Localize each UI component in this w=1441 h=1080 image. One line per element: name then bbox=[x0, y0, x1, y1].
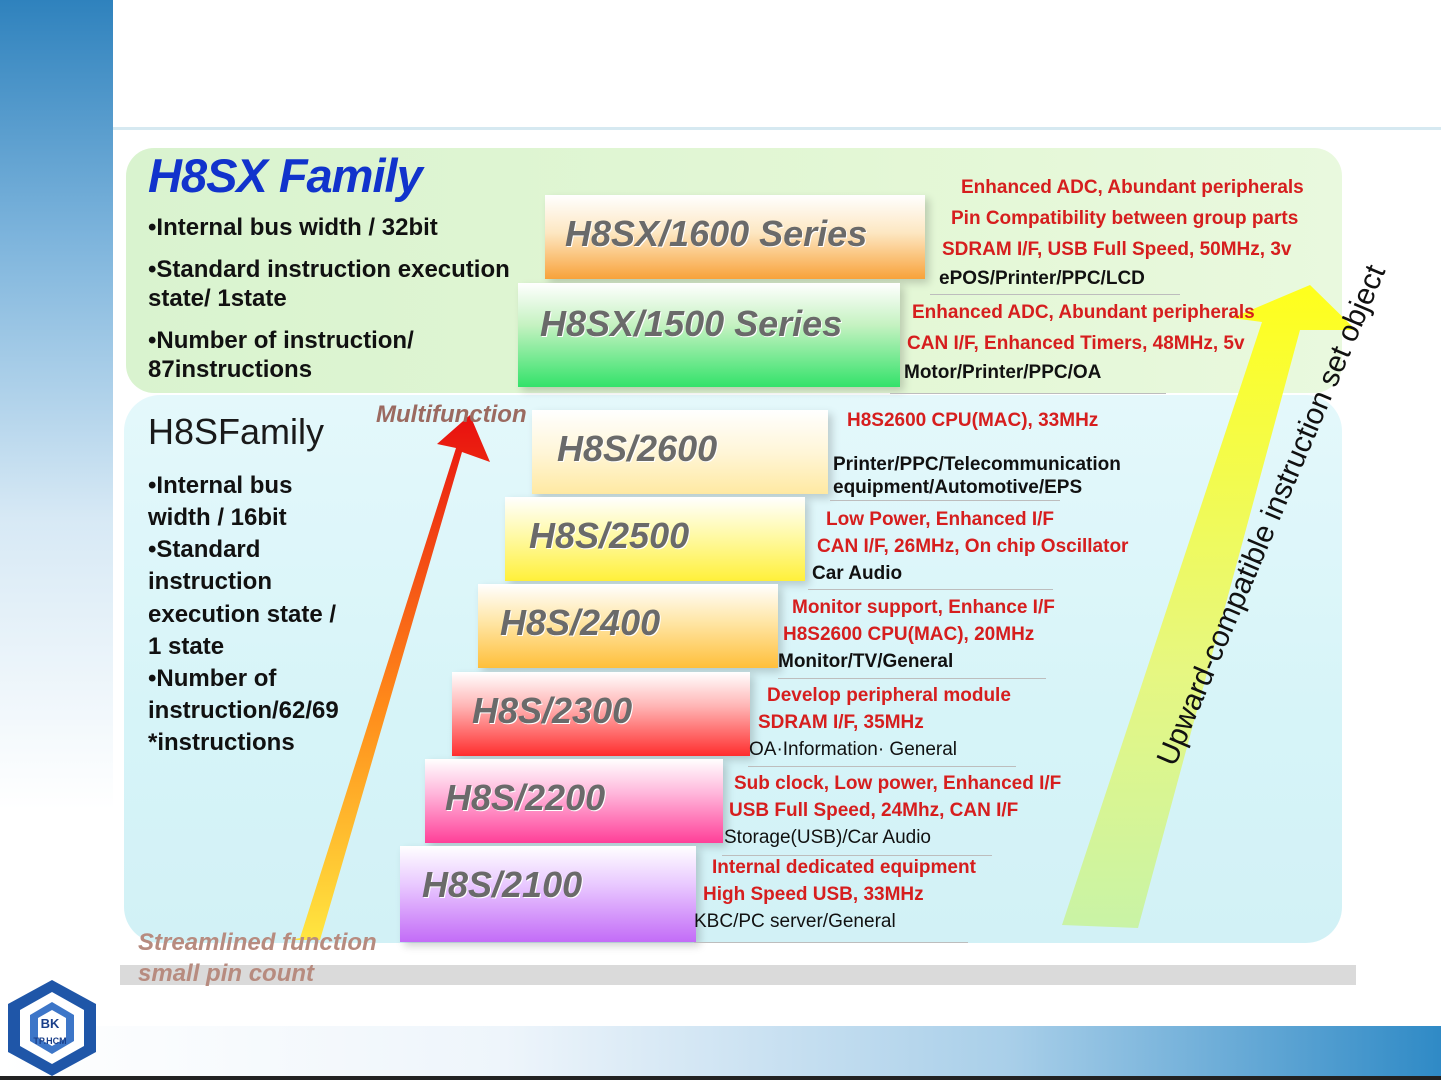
feature-line: Develop peripheral module bbox=[767, 685, 1011, 706]
multifunction-arrow-icon bbox=[290, 415, 490, 940]
h8s-bullet: 1 state bbox=[148, 633, 225, 660]
series-description-h8s-2100: Internal dedicated equipment High Speed … bbox=[694, 854, 976, 935]
application-line: Storage(USB)/Car Audio bbox=[724, 827, 931, 848]
feature-line: Pin Compatibility between group parts bbox=[951, 208, 1299, 229]
application-line: Car Audio bbox=[812, 563, 903, 584]
separator bbox=[694, 942, 968, 943]
series-step-h8s-2400: H8S/2400 bbox=[478, 584, 778, 668]
separator bbox=[830, 500, 1060, 501]
series-name: H8S/2300 bbox=[472, 690, 633, 731]
series-step-h8s-2300: H8S/2300 bbox=[452, 672, 750, 756]
h8s-bullet: width / 16bit bbox=[148, 504, 287, 531]
logo-text: BK bbox=[40, 1016, 60, 1031]
h8s-bullet: *instructions bbox=[148, 729, 295, 756]
application-line: ePOS/Printer/PPC/LCD bbox=[939, 268, 1145, 289]
feature-line: Internal dedicated equipment bbox=[712, 857, 976, 878]
h8sx-bullet: •Internal bus width / 32bit bbox=[148, 214, 438, 241]
h8s-bullet: instruction/62/69 bbox=[148, 697, 339, 724]
feature-line: CAN I/F, Enhanced Timers, 48MHz, 5v bbox=[907, 333, 1245, 354]
series-name: H8SX/1600 Series bbox=[565, 213, 868, 254]
series-step-h8s-2600: H8S/2600 bbox=[532, 410, 828, 494]
series-name: H8SX/1500 Series bbox=[540, 303, 843, 344]
left-accent-bar bbox=[0, 0, 113, 1080]
streamlined-label: Streamlined function small pin count bbox=[138, 927, 377, 989]
h8sx-bullet: state/ 1state bbox=[148, 285, 287, 312]
feature-line: USB Full Speed, 24Mhz, CAN I/F bbox=[729, 800, 1019, 821]
series-name: H8S/2100 bbox=[422, 864, 583, 905]
series-step-h8s-2200: H8S/2200 bbox=[425, 759, 723, 843]
footer-edge bbox=[0, 1076, 1441, 1080]
series-step-h8s-2500: H8S/2500 bbox=[505, 497, 805, 581]
series-description-h8s-2600: H8S2600 CPU(MAC), 33MHz Printer/PPC/Tele… bbox=[833, 407, 1121, 499]
h8s-bullet: instruction bbox=[148, 568, 272, 595]
series-description-h8s-2300: Develop peripheral module SDRAM I/F, 35M… bbox=[749, 682, 1011, 763]
figure-bottom-band bbox=[120, 965, 1356, 985]
series-description-h8sx-1500: Enhanced ADC, Abundant peripherals CAN I… bbox=[904, 299, 1255, 386]
application-line: equipment/Automotive/EPS bbox=[833, 477, 1083, 498]
series-description-h8s-2500: Low Power, Enhanced I/F CAN I/F, 26MHz, … bbox=[812, 506, 1128, 587]
series-description-h8s-2400: Monitor support, Enhance I/F H8S2600 CPU… bbox=[778, 594, 1055, 675]
logo-subtext: TP.HCM bbox=[33, 1036, 67, 1046]
feature-line: Enhanced ADC, Abundant peripherals bbox=[961, 177, 1304, 198]
series-description-h8s-2200: Sub clock, Low power, Enhanced I/F USB F… bbox=[724, 770, 1061, 851]
application-line: Motor/Printer/PPC/OA bbox=[904, 362, 1102, 383]
streamlined-line-1: Streamlined function bbox=[138, 929, 377, 956]
h8sx-family-title: H8SX Family bbox=[148, 149, 423, 202]
feature-line: SDRAM I/F, USB Full Speed, 50MHz, 3v bbox=[942, 239, 1292, 260]
h8s-bullet: •Internal bus bbox=[148, 472, 293, 499]
university-logo-icon bbox=[8, 980, 96, 1076]
application-line: Printer/PPC/Telecommunication bbox=[833, 454, 1121, 475]
series-description-h8sx-1600: Enhanced ADC, Abundant peripherals Pin C… bbox=[939, 174, 1304, 292]
series-step-h8sx-1500: H8SX/1500 Series bbox=[518, 283, 900, 387]
application-line: Monitor/TV/General bbox=[778, 651, 954, 672]
application-line: KBC/PC server/General bbox=[694, 911, 896, 932]
separator bbox=[930, 294, 1180, 295]
h8sx-bullet: 87instructions bbox=[148, 356, 313, 383]
series-name: H8S/2500 bbox=[529, 515, 690, 556]
separator bbox=[890, 393, 1166, 394]
footer-bar bbox=[0, 1026, 1441, 1078]
feature-line: Enhanced ADC, Abundant peripherals bbox=[912, 302, 1255, 323]
streamlined-line-2: small pin count bbox=[138, 960, 315, 987]
feature-line: H8S2600 CPU(MAC), 20MHz bbox=[783, 624, 1035, 645]
h8sx-bullet: •Number of instruction/ bbox=[148, 327, 414, 354]
feature-line: Sub clock, Low power, Enhanced I/F bbox=[734, 773, 1062, 794]
separator bbox=[748, 766, 1016, 767]
h8s-family-title: H8SFamily bbox=[148, 411, 325, 452]
h8s-bullet: execution state / bbox=[148, 601, 337, 628]
feature-line: High Speed USB, 33MHz bbox=[703, 884, 924, 905]
series-name: H8S/2200 bbox=[445, 777, 606, 818]
series-name: H8S/2600 bbox=[557, 428, 718, 469]
h8s-bullet: •Number of bbox=[148, 665, 277, 692]
feature-line: Low Power, Enhanced I/F bbox=[826, 509, 1055, 530]
h8sx-bullet: •Standard instruction execution bbox=[148, 256, 510, 283]
multifunction-label: Multifunction bbox=[376, 401, 527, 428]
h8s-bullet: •Standard bbox=[148, 536, 261, 563]
feature-line: SDRAM I/F, 35MHz bbox=[758, 712, 924, 733]
separator bbox=[722, 855, 992, 856]
series-step-h8s-2100: H8S/2100 bbox=[400, 846, 696, 942]
series-name: H8S/2400 bbox=[500, 602, 661, 643]
upward-compatible-arrow-icon bbox=[1062, 285, 1356, 928]
feature-line: H8S2600 CPU(MAC), 33MHz bbox=[847, 410, 1099, 431]
feature-line: Monitor support, Enhance I/F bbox=[792, 597, 1055, 618]
application-line: OA·Information· General bbox=[749, 739, 958, 760]
series-step-h8sx-1600: H8SX/1600 Series bbox=[545, 195, 925, 279]
separator bbox=[808, 589, 1053, 590]
header-divider bbox=[113, 127, 1441, 130]
feature-line: CAN I/F, 26MHz, On chip Oscillator bbox=[817, 536, 1129, 557]
separator bbox=[778, 678, 1046, 679]
